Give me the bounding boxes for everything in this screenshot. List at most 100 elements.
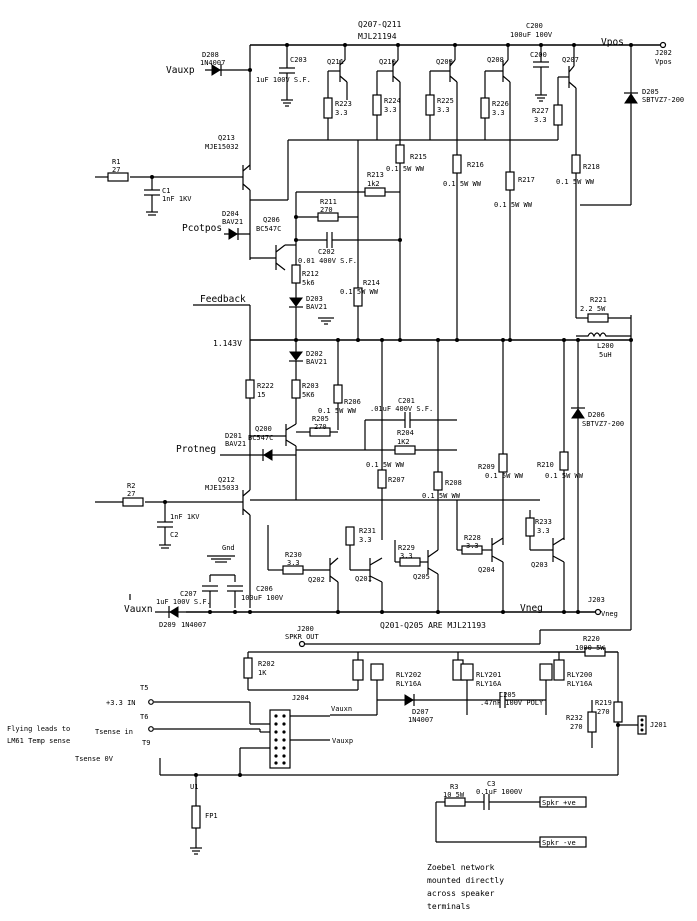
r207-value: 0.1 5W WW — [366, 461, 405, 469]
j202-vpos-label: Vpos — [655, 58, 672, 66]
r231-value: 3.3 — [359, 536, 372, 544]
q200-label: Q200 — [255, 425, 272, 433]
top-outputs-part: MJL21194 — [358, 32, 397, 41]
r2-resistor: R2 27 — [95, 482, 144, 507]
gnd-d203 — [318, 317, 334, 325]
r224-value: 3.3 — [384, 106, 397, 114]
vauxp-bottom-label: Vauxp — [332, 737, 353, 745]
flying-note-2: LM61 Temp sense — [7, 737, 70, 745]
c205-value: .47nF 100V POLY — [480, 699, 544, 707]
r211-resistor: R211 270 — [296, 198, 358, 222]
c202-label: C202 — [318, 248, 335, 256]
rly200-part: RLY16A — [567, 680, 593, 688]
l200-value: 5uH — [599, 351, 612, 359]
q213-label: Q213 — [218, 134, 235, 142]
r208-resistor: R208 0.1 5W WW — [422, 340, 462, 550]
r215-label: R215 — [410, 153, 427, 161]
r206-resistor: R206 0.1 5W WW — [318, 340, 361, 430]
r225-label: R225 — [437, 97, 454, 105]
zobel-note-2: mounted directly — [427, 876, 504, 885]
q212-part: MJE15033 — [205, 484, 239, 492]
rly201-relay: RLY201 RLY16A — [452, 652, 502, 715]
vauxp-top-label: Vauxp — [166, 65, 195, 76]
r207-label: R207 — [388, 476, 405, 484]
r221-value: 2.2 5W — [580, 305, 606, 313]
d201-label: D201 — [225, 432, 242, 440]
rly201-part: RLY16A — [476, 680, 502, 688]
r219-value: 270 — [597, 708, 610, 716]
t9-input: T9 Tsense 0V — [75, 739, 619, 776]
r202-label: R202 — [258, 660, 275, 668]
r203-value: 5K6 — [302, 391, 315, 399]
bottom-outputs-note: Q201-Q205 ARE MJL21193 — [380, 621, 486, 630]
c200-side-label: C200 — [530, 51, 547, 59]
zobel-note-3: across speaker — [427, 889, 495, 898]
pcotpos-label: Pcotpos — [182, 223, 222, 234]
r216-resistor: R216 0.1 5W WW — [443, 154, 484, 340]
r232-label: R232 — [566, 714, 583, 722]
r220-value: 1000 5W — [575, 644, 605, 652]
d206-part: SBTVZ7-200 — [582, 420, 624, 428]
rly202-part: RLY16A — [396, 680, 422, 688]
j200-speaker-out: J200 SPKR OUT — [285, 625, 631, 648]
r215-resistor: R215 0.1 5W WW — [386, 144, 427, 340]
d208-diode: Vauxp D208 1N4007 — [166, 51, 250, 76]
r2-label: R2 — [127, 482, 135, 490]
r223-resistor: R223 3.3 — [323, 97, 352, 140]
u1-label: U1 — [190, 783, 198, 791]
q213-part: MJE15032 — [205, 143, 239, 151]
r3-label: R3 — [450, 783, 458, 791]
r203-resistor: R203 5K6 — [291, 379, 319, 420]
d205-diode: D205 SBTVZ7-200 — [624, 88, 684, 104]
c207-value: 1uF 100V S.F. — [156, 598, 211, 606]
d208-part: 1N4007 — [200, 59, 225, 67]
c2-capacitor: 1nF 1KV C2 — [157, 502, 200, 549]
c203-label: C203 — [290, 56, 307, 64]
q201-label: Q201 — [355, 575, 372, 583]
q210-label: Q210 — [379, 58, 396, 66]
r205-value: 270 — [314, 423, 327, 431]
r232-value: 270 — [570, 723, 583, 731]
r228-resistor: R228 3.3 — [464, 534, 481, 550]
q207-transistor: Q207 — [557, 45, 579, 155]
r220-label: R220 — [583, 635, 600, 643]
zobel-network: R3 10 5W C3 0.1uF 1000V Spkr +ve Spkr -v… — [435, 780, 587, 848]
d203-label: D203 — [306, 295, 323, 303]
c202-value: 0.01 400V S.F. — [298, 257, 357, 265]
c205-label: C205 — [499, 691, 516, 699]
r225-resistor: R225 3.3 — [425, 94, 454, 140]
j203-vneg-label: Vneg — [601, 610, 618, 618]
r227-resistor: R227 3.3 — [532, 104, 563, 140]
r216-value: 0.1 5W WW — [443, 180, 482, 188]
d207-part: 1N4007 — [408, 716, 433, 724]
r223-label: R223 — [335, 100, 352, 108]
gnd-label: Gnd — [222, 544, 235, 552]
flying-leads-note: Flying leads to LM61 Temp sense — [7, 725, 70, 745]
r212-value: 5k6 — [302, 279, 315, 287]
q213-transistor: Q213 MJE15032 — [130, 134, 251, 260]
d209-part: 1N4007 — [181, 621, 206, 629]
feedback-label: Feedback — [200, 294, 246, 305]
r203-label: R203 — [302, 382, 319, 390]
r214-resistor: R214 0.1 5W WW — [340, 140, 380, 340]
c3-label: C3 — [487, 780, 495, 788]
d206-label: D206 — [588, 411, 605, 419]
j204-label: J204 — [292, 694, 309, 702]
q202-label: Q202 — [308, 576, 325, 584]
r210-value: 0.1 5W WW — [545, 472, 584, 480]
r218-value: 0.1 5W WW — [556, 178, 595, 186]
r204-label: R204 — [397, 429, 414, 437]
r226-resistor: R226 3.3 — [480, 97, 509, 140]
c201-value: .01uF 400V S.F. — [370, 405, 433, 413]
r224-resistor: R224 3.3 — [372, 94, 401, 140]
q206-transistor: Q206 BC547C — [250, 216, 296, 271]
r220-resistor: R220 1000 5W — [540, 635, 618, 657]
d201-diode: Protneg D201 BAV21 — [176, 432, 296, 461]
r211-value: 270 — [320, 206, 333, 214]
t5-input: T5 +3.3 IN — [106, 684, 270, 725]
d205-label: D205 — [642, 88, 659, 96]
r228-label: R228 — [464, 534, 481, 542]
d208-label: D208 — [202, 51, 219, 59]
r213-resistor: R213 1k2 — [295, 171, 400, 260]
